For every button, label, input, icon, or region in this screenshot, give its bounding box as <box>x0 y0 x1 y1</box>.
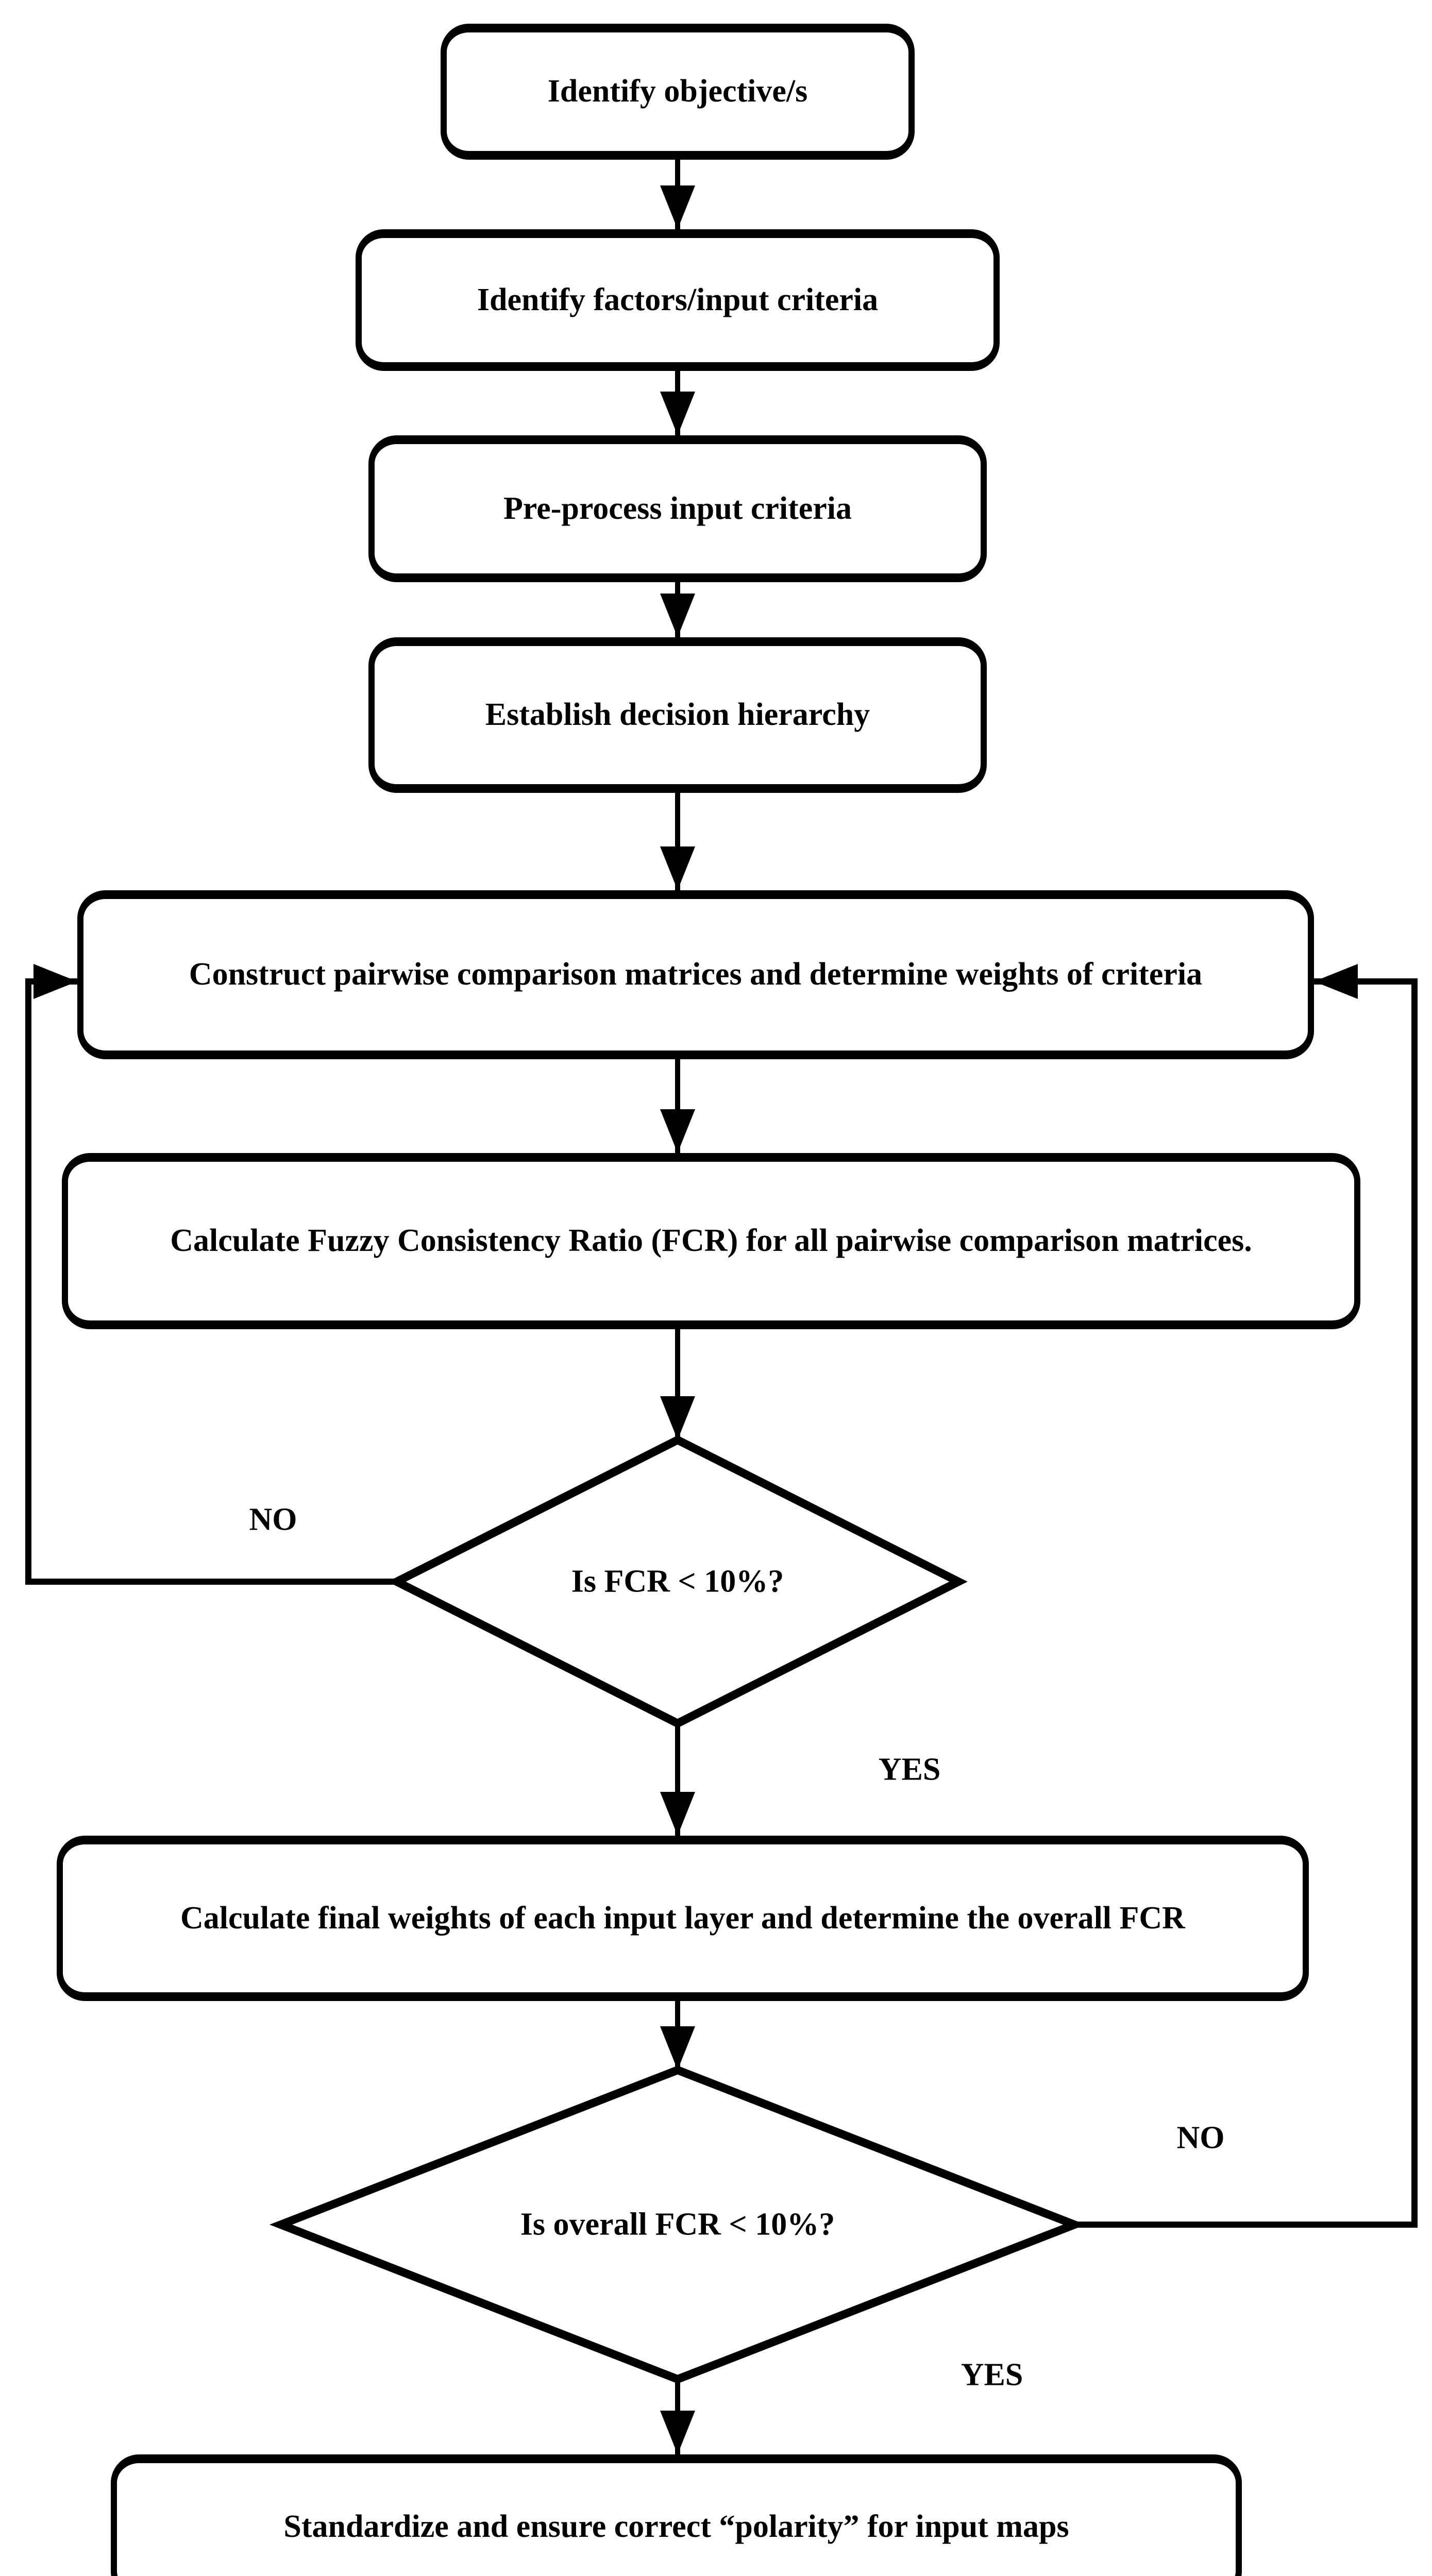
node-preprocess: Pre-process input criteria <box>368 435 987 582</box>
branch-label-fcr-yes: YES <box>878 1752 941 1787</box>
node-standardize: Standardize and ensure correct “polarity… <box>111 2454 1242 2576</box>
edge-fcr-no-loop <box>25 964 397 1585</box>
node-identify-objectives: Identify objective/s <box>441 24 915 160</box>
branch-label-overall-no: NO <box>1176 2120 1225 2156</box>
branch-label-overall-yes: YES <box>961 2357 1023 2393</box>
node-hierarchy-label: Establish decision hierarchy <box>485 697 870 733</box>
node-preprocess-label: Pre-process input criteria <box>503 490 852 526</box>
branch-label-fcr-no: NO <box>249 1502 297 1537</box>
decision-is-overall-fcr-label: Is overall FCR < 10%? <box>520 2207 835 2242</box>
edge-overall-no-loop <box>1074 964 1418 2228</box>
node-fcr-label: Calculate Fuzzy Consistency Ratio (FCR) … <box>170 1223 1252 1259</box>
node-final-weights: Calculate final weights of each input la… <box>57 1836 1309 2001</box>
decision-is-fcr-label: Is FCR < 10%? <box>571 1564 784 1599</box>
node-construct: Construct pairwise comparison matrices a… <box>77 890 1314 1059</box>
node-hierarchy: Establish decision hierarchy <box>368 637 987 793</box>
node-fcr: Calculate Fuzzy Consistency Ratio (FCR) … <box>62 1153 1360 1329</box>
node-final-weights-label: Calculate final weights of each input la… <box>180 1900 1185 1936</box>
node-identify-factors: Identify factors/input criteria <box>356 229 1000 371</box>
node-identify-factors-label: Identify factors/input criteria <box>477 282 879 317</box>
node-construct-label: Construct pairwise comparison matrices a… <box>189 957 1203 992</box>
node-identify-objectives-label: Identify objective/s <box>547 74 808 109</box>
node-standardize-label: Standardize and ensure correct “polarity… <box>283 2509 1069 2545</box>
